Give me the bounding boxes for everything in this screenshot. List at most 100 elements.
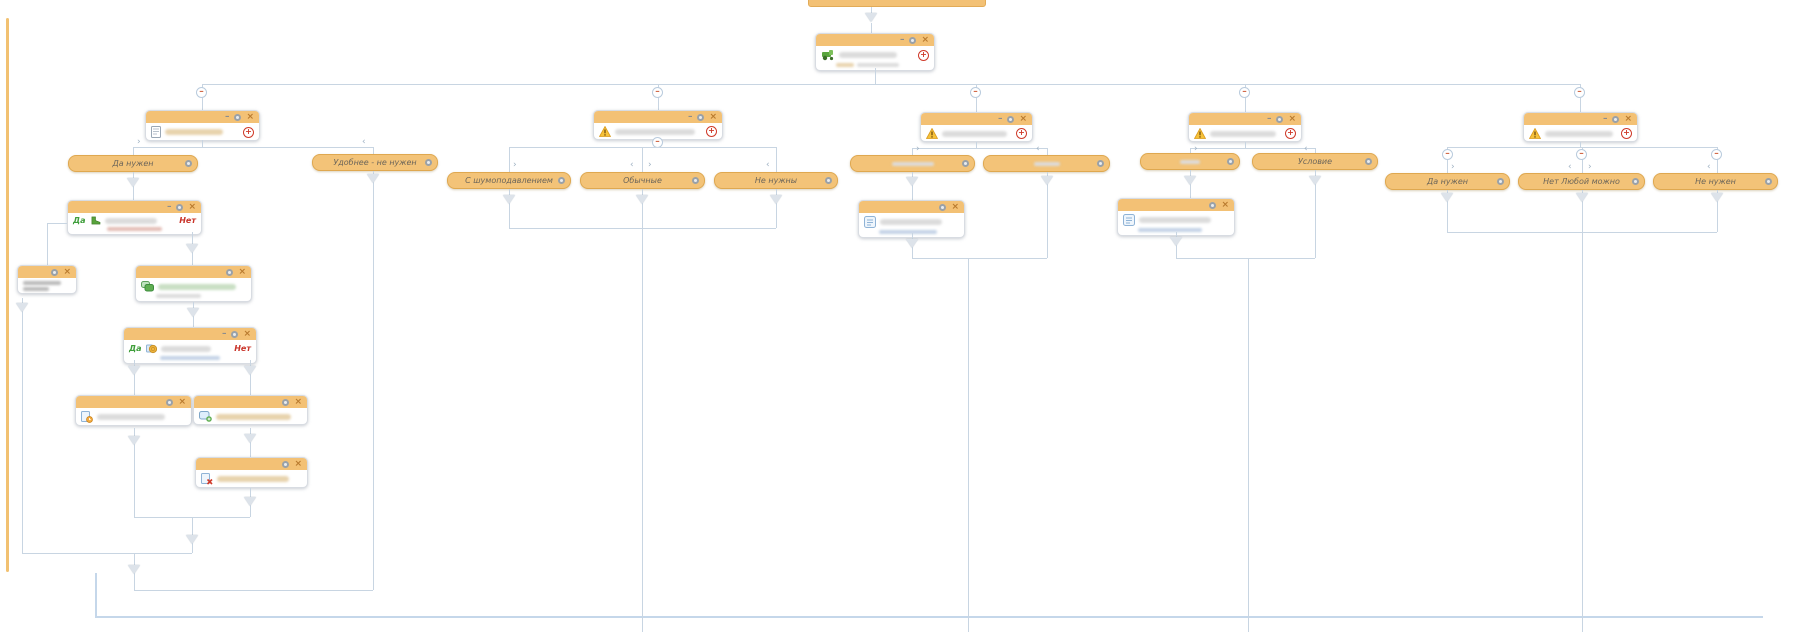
collapse-toggle[interactable]: – bbox=[1576, 149, 1587, 160]
flow-node-message[interactable]: × bbox=[135, 265, 252, 302]
add-branch-button[interactable]: + bbox=[918, 49, 929, 61]
answer-pill[interactable] bbox=[850, 155, 975, 172]
gear-icon[interactable] bbox=[226, 268, 234, 276]
answer-pill[interactable]: Не нужны bbox=[714, 172, 838, 189]
gear-icon[interactable] bbox=[962, 160, 969, 167]
chevron-left-icon[interactable]: ‹ bbox=[1707, 162, 1711, 172]
gear-icon[interactable] bbox=[939, 203, 947, 211]
flow-node-small[interactable]: × bbox=[17, 265, 77, 294]
gear-icon[interactable] bbox=[909, 36, 917, 44]
answer-pill[interactable] bbox=[1140, 153, 1240, 170]
flow-node-question[interactable]: – × + bbox=[1188, 112, 1302, 142]
flow-node-yes-no[interactable]: – × Да Нет bbox=[123, 327, 257, 364]
collapse-toggle[interactable]: – bbox=[1711, 149, 1722, 160]
close-icon[interactable]: × bbox=[1221, 199, 1229, 210]
gear-icon[interactable] bbox=[185, 160, 192, 167]
answer-pill[interactable]: Условие bbox=[1252, 153, 1378, 170]
chevron-right-icon[interactable]: › bbox=[137, 137, 141, 147]
gear-icon[interactable] bbox=[282, 460, 290, 468]
close-icon[interactable]: × bbox=[294, 458, 302, 469]
gear-icon[interactable] bbox=[1007, 115, 1015, 123]
minimize-icon[interactable]: – bbox=[1266, 113, 1272, 124]
minimize-icon[interactable]: – bbox=[224, 111, 230, 122]
add-branch-button[interactable]: + bbox=[243, 126, 254, 138]
gear-icon[interactable] bbox=[558, 177, 565, 184]
close-icon[interactable]: × bbox=[1288, 113, 1296, 124]
gear-icon[interactable] bbox=[692, 177, 699, 184]
chevron-right-icon[interactable]: › bbox=[1588, 162, 1592, 172]
answer-pill[interactable] bbox=[983, 155, 1110, 172]
collapse-toggle[interactable]: – bbox=[196, 87, 207, 98]
collapse-toggle[interactable]: – bbox=[1574, 87, 1585, 98]
close-icon[interactable]: × bbox=[63, 266, 71, 277]
flow-node-form[interactable]: × bbox=[858, 200, 965, 238]
chevron-left-icon[interactable]: ‹ bbox=[362, 137, 366, 147]
chevron-left-icon[interactable]: ‹ bbox=[630, 160, 634, 170]
chevron-right-icon[interactable]: › bbox=[513, 160, 517, 170]
chevron-right-icon[interactable]: › bbox=[1194, 144, 1198, 154]
gear-icon[interactable] bbox=[1632, 178, 1639, 185]
gear-icon[interactable] bbox=[1612, 115, 1620, 123]
gear-icon[interactable] bbox=[51, 268, 59, 276]
flow-node-question[interactable]: – × + bbox=[145, 110, 260, 141]
flow-node-question[interactable]: – × + bbox=[593, 110, 723, 140]
flow-node-yes-no[interactable]: – × Да Нет bbox=[67, 200, 202, 235]
answer-pill[interactable]: Обычные bbox=[580, 172, 705, 189]
close-icon[interactable]: × bbox=[1624, 113, 1632, 124]
close-icon[interactable]: × bbox=[188, 201, 196, 212]
minimize-icon[interactable]: – bbox=[899, 34, 905, 45]
answer-pill[interactable]: Не нужен bbox=[1653, 173, 1778, 190]
gear-icon[interactable] bbox=[697, 113, 705, 121]
flow-node-root[interactable]: – × + bbox=[815, 33, 935, 71]
collapse-toggle[interactable]: – bbox=[1442, 149, 1453, 160]
collapse-toggle[interactable]: – bbox=[652, 87, 663, 98]
flow-node-action[interactable]: × bbox=[75, 395, 192, 426]
gear-icon[interactable] bbox=[176, 203, 184, 211]
minimize-icon[interactable]: – bbox=[166, 201, 172, 212]
gear-icon[interactable] bbox=[1276, 115, 1284, 123]
gear-icon[interactable] bbox=[1497, 178, 1504, 185]
flow-node-form[interactable]: × bbox=[1117, 198, 1235, 236]
chevron-left-icon[interactable]: ‹ bbox=[766, 160, 770, 170]
answer-pill[interactable]: Да нужен bbox=[1385, 173, 1510, 190]
close-icon[interactable]: × bbox=[921, 34, 929, 45]
gear-icon[interactable] bbox=[234, 113, 242, 121]
answer-pill[interactable]: С шумоподавлением bbox=[447, 172, 571, 189]
flow-node-question[interactable]: – × + bbox=[1523, 112, 1638, 142]
chevron-left-icon[interactable]: ‹ bbox=[1036, 144, 1040, 154]
add-branch-button[interactable]: + bbox=[1285, 128, 1296, 139]
chevron-right-icon[interactable]: › bbox=[1451, 162, 1455, 172]
answer-pill[interactable]: Удобнее - не нужен bbox=[312, 154, 438, 171]
gear-icon[interactable] bbox=[1097, 160, 1104, 167]
chevron-right-icon[interactable]: › bbox=[916, 144, 920, 154]
close-icon[interactable]: × bbox=[1019, 113, 1027, 124]
gear-icon[interactable] bbox=[1365, 158, 1372, 165]
gear-icon[interactable] bbox=[425, 159, 432, 166]
close-icon[interactable]: × bbox=[709, 111, 717, 122]
minimize-icon[interactable]: – bbox=[221, 328, 227, 339]
close-icon[interactable]: × bbox=[238, 266, 246, 277]
gear-icon[interactable] bbox=[1765, 178, 1772, 185]
chevron-left-icon[interactable]: ‹ bbox=[1568, 162, 1572, 172]
flow-node-message[interactable]: × bbox=[193, 395, 308, 425]
close-icon[interactable]: × bbox=[246, 111, 254, 122]
gear-icon[interactable] bbox=[282, 398, 290, 406]
gear-icon[interactable] bbox=[166, 398, 174, 406]
collapse-toggle[interactable]: – bbox=[1239, 87, 1250, 98]
minimize-icon[interactable]: – bbox=[997, 113, 1003, 124]
minimize-icon[interactable]: – bbox=[1602, 113, 1608, 124]
collapse-toggle[interactable]: – bbox=[970, 87, 981, 98]
chevron-left-icon[interactable]: ‹ bbox=[1304, 144, 1308, 154]
close-icon[interactable]: × bbox=[951, 201, 959, 212]
minimize-icon[interactable]: – bbox=[687, 111, 693, 122]
answer-pill[interactable]: Нет Любой можно bbox=[1518, 173, 1645, 190]
gear-icon[interactable] bbox=[1227, 158, 1234, 165]
close-icon[interactable]: × bbox=[294, 396, 302, 407]
add-branch-button[interactable]: + bbox=[1621, 128, 1632, 139]
gear-icon[interactable] bbox=[231, 330, 239, 338]
close-icon[interactable]: × bbox=[243, 328, 251, 339]
gear-icon[interactable] bbox=[825, 177, 832, 184]
answer-pill[interactable]: Да нужен bbox=[68, 155, 198, 172]
chevron-right-icon[interactable]: › bbox=[648, 160, 652, 170]
